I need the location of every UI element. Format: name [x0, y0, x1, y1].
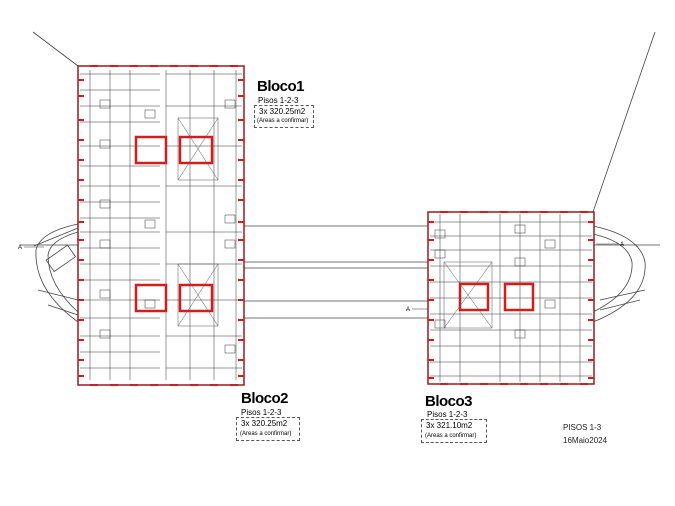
block3-area: 3x 321.10m2: [426, 421, 473, 430]
block3-title: Bloco3: [425, 393, 473, 410]
block1-area-note: (Areas a confirmar): [257, 118, 309, 124]
sheet-floors: PISOS 1-3: [563, 423, 602, 432]
block2-area: 3x 320.25m2: [241, 419, 288, 428]
sheet-date: 16Maio2024: [563, 436, 608, 445]
block3-area-note: (Areas a confirmar): [425, 433, 477, 439]
block1-area-box: 3x 320.25m2 (Areas a confirmar): [254, 105, 314, 128]
section-marker-left: A: [18, 245, 22, 251]
block1-title: Bloco1: [257, 78, 305, 95]
section-marker-middle: A: [406, 307, 410, 313]
block3-area-box: 3x 321.10m2 (Areas a confirmar): [421, 419, 487, 443]
left-curved-wing: [20, 223, 79, 323]
building-left: [77, 65, 245, 386]
block1-area: 3x 320.25m2: [259, 107, 306, 116]
right-curved-wing: [592, 225, 660, 323]
section-markers: [24, 243, 618, 310]
block3-floors: Pisos 1-2-3: [427, 410, 468, 419]
block2-floors: Pisos 1-2-3: [241, 408, 282, 417]
block2-area-note: (Areas a confirmar): [240, 431, 292, 437]
block2-title: Bloco2: [241, 390, 289, 407]
section-marker-right: A: [620, 242, 624, 248]
site-boundary: [32, 31, 656, 319]
block1-floors: Pisos 1-2-3: [258, 96, 299, 105]
block2-area-box: 3x 320.25m2 (Areas a confirmar): [236, 417, 300, 441]
building-right: [427, 211, 595, 385]
